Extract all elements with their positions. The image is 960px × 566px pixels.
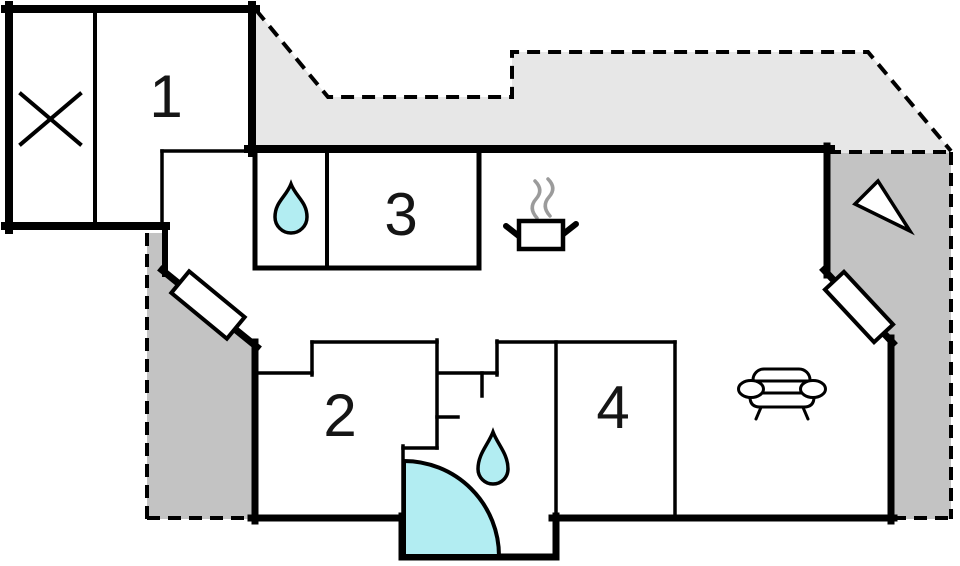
- interior-walls: [93, 7, 677, 522]
- sofa-arm: [737, 379, 765, 399]
- shower-quarter-icon: [402, 458, 502, 558]
- door-leaf: [822, 268, 896, 346]
- cross-icon: [18, 91, 83, 147]
- sofa-icon: [737, 367, 827, 421]
- water-drop-icon: [476, 427, 510, 486]
- cross-line: [18, 91, 83, 147]
- terrace-top-outline: [254, 8, 953, 153]
- sofa-arm: [799, 379, 827, 399]
- door-leaf-icon: [168, 268, 248, 342]
- steam-line: [530, 179, 542, 220]
- cooking-pot-icon: [503, 177, 579, 252]
- room-3-block-wall: [252, 147, 482, 271]
- door-leaf-icon: [822, 268, 896, 346]
- steam-line: [543, 177, 555, 218]
- room-4-label: 4: [596, 374, 629, 441]
- room-3-label: 3: [384, 181, 417, 248]
- room-1-label: 1: [149, 63, 182, 130]
- terrace-outlines: [145, 8, 953, 520]
- steam-icon: [530, 177, 555, 220]
- terrace-top-area: [256, 10, 951, 153]
- triangle-marker-icon: [852, 178, 915, 236]
- door-leaf: [168, 268, 248, 342]
- water-drop-icon: [273, 179, 309, 235]
- pot-body: [516, 218, 566, 252]
- terrace-left-area: [147, 233, 253, 519]
- room-labels: 1 2 3 4: [149, 63, 629, 449]
- room-2-label: 2: [323, 382, 356, 449]
